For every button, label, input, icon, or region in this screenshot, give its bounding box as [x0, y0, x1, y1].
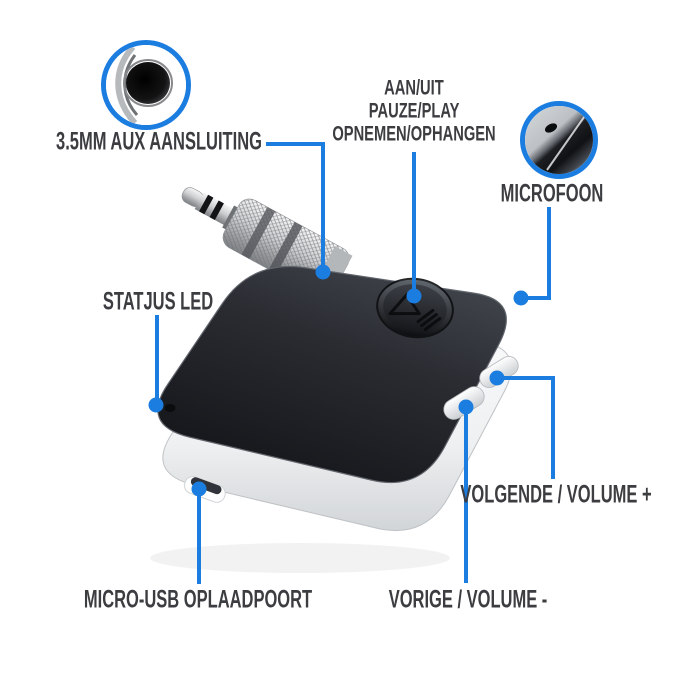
aux-jack-closeup [101, 40, 191, 130]
callout-dot-multifunction [406, 288, 422, 304]
label-previous-volume-down-text: VORIGE / VOLUME - [388, 585, 548, 614]
label-multifunction-button: AAN/UIT PAUZE/PLAY OPNEMEN/OPHANGEN [297, 77, 530, 146]
callout-line-multifunction [412, 152, 416, 296]
status-led [164, 404, 176, 412]
label-multifunction-line1: AAN/UIT [384, 76, 444, 100]
label-multifunction-line2: PAUZE/PLAY [368, 99, 460, 123]
device-shadow [150, 543, 450, 573]
play-pause-icon [388, 293, 442, 332]
microphone-closeup [520, 101, 598, 179]
microphone-closeup-icon [525, 106, 593, 174]
callout-line-usb [197, 489, 201, 584]
callout-dot-usb [191, 481, 207, 497]
callout-dot-previous [458, 399, 474, 415]
callout-line-next-vertical [551, 376, 555, 479]
label-microphone-text: MICROFOON [500, 179, 604, 208]
multifunction-button [376, 277, 454, 339]
label-status-led: STATJUS LED [74, 288, 241, 317]
callout-dot-aux [315, 264, 331, 280]
label-charging-port: MICRO-USB OPLAADPOORT [25, 586, 371, 615]
label-status-led-text: STATJUS LED [102, 287, 214, 316]
aux-jack-closeup-icon [106, 45, 186, 125]
callout-line-microphone-horizontal [521, 296, 551, 300]
label-aux-jack-text: 3.5MM AUX AANSLUITING [56, 127, 262, 156]
callout-line-next-horizontal [497, 376, 555, 380]
label-aux-jack: 3.5MM AUX AANSLUITING [3, 128, 315, 157]
callout-line-status-led [155, 315, 159, 405]
callout-line-previous [464, 407, 468, 583]
label-charging-port-text: MICRO-USB OPLAADPOORT [83, 585, 313, 614]
callout-line-aux-vertical [321, 142, 325, 272]
label-multifunction-line3: OPNEMEN/OPHANGEN [332, 122, 496, 146]
callout-dot-microphone [513, 290, 529, 306]
callout-line-aux-horizontal [266, 142, 323, 146]
label-next-volume-up-text: VOLGENDE / VOLUME + [460, 480, 652, 509]
callout-dot-status-led [148, 397, 164, 413]
label-microphone: MICROFOON [474, 180, 630, 209]
label-next-volume-up: VOLGENDE / VOLUME + [411, 481, 700, 510]
callout-dot-next [489, 370, 505, 386]
callout-line-microphone-vertical [547, 207, 551, 300]
label-previous-volume-down: VORIGE / VOLUME - [348, 586, 588, 615]
